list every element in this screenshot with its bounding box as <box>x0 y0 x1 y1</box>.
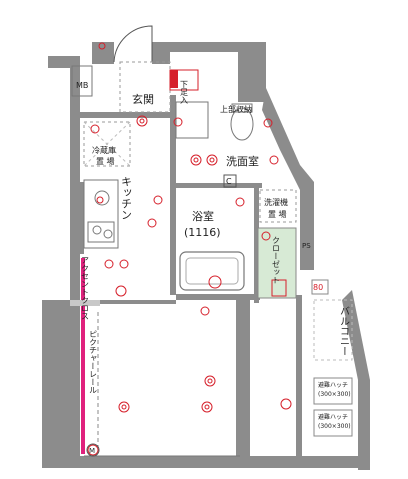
bathtub <box>179 251 245 291</box>
washroom-label: 洗面室 <box>226 154 259 168</box>
c-label: C <box>226 177 232 186</box>
shoe-tag <box>170 70 178 88</box>
washer-label-1: 洗濯機 <box>264 197 288 207</box>
hatch-1-label-b: (300×300) <box>318 391 351 398</box>
hatch-2-label-a: 避難ハッチ <box>318 413 348 421</box>
upper-storage-label: 上部収納 <box>220 104 252 114</box>
fridge-label-2: 置 場 <box>96 156 115 166</box>
entrance-label: 玄関 <box>132 92 154 106</box>
bath-label: 浴室 <box>192 209 214 223</box>
m-circle <box>86 443 100 457</box>
stove <box>87 221 115 243</box>
sink <box>94 190 110 206</box>
washer-space <box>259 189 297 223</box>
washer-label-2: 置 場 <box>268 209 287 219</box>
c-box <box>223 174 237 188</box>
mb-label: MB <box>76 81 88 90</box>
picture-rail-label: ピクチャーレール <box>89 330 98 394</box>
box-80-frame <box>271 279 287 297</box>
mb-box <box>71 65 93 97</box>
shoe-tag-box <box>169 69 199 91</box>
number-80-label: 80 <box>313 283 323 292</box>
bath-size-label: (1116) <box>184 226 221 239</box>
box-80 <box>311 279 329 295</box>
aircon-space <box>313 299 353 361</box>
kitchen-counter <box>83 179 119 249</box>
shoe-storage-label: 下足入 <box>180 80 189 104</box>
accent-line <box>81 258 85 454</box>
fridge-space <box>83 121 131 167</box>
closet-label: クローゼット <box>272 236 281 284</box>
fridge-label-1: 冷蔵庫 <box>92 145 116 155</box>
accent-cloth-label: アクセントクロス <box>81 256 90 320</box>
hatch-1 <box>313 377 353 405</box>
m-label: M <box>89 447 95 455</box>
balcony-label: バルコニー <box>338 306 350 356</box>
entrance-door <box>113 25 153 63</box>
hatch-2-label-b: (300×300) <box>318 423 351 430</box>
toilet-sink <box>175 101 209 139</box>
electrical-markers <box>87 42 292 456</box>
toilet <box>230 107 254 141</box>
hatch-2 <box>313 409 353 437</box>
sill <box>70 300 100 306</box>
ps-label: PS <box>302 242 311 250</box>
hatch-1-label-a: 避難ハッチ <box>318 381 348 389</box>
kitchen-label: キッチン <box>120 176 133 220</box>
walls <box>42 42 370 470</box>
